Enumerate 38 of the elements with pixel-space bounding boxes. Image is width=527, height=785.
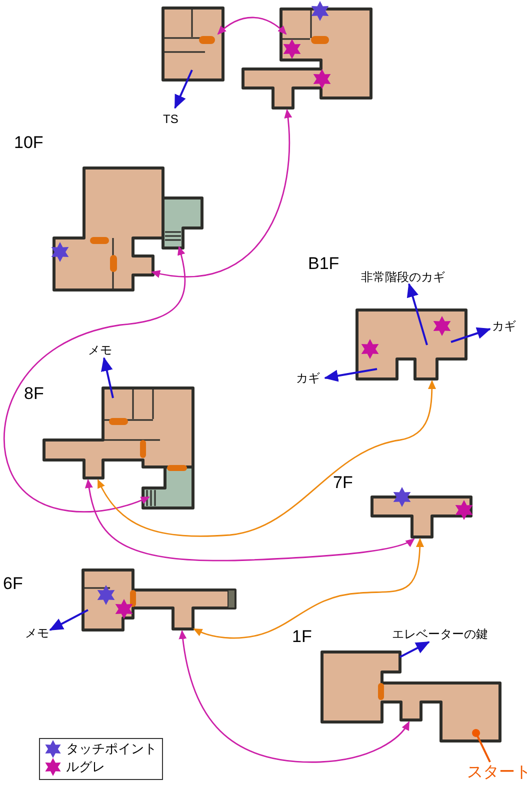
leader-arrow [174, 70, 193, 109]
connector-arrow [85, 479, 415, 562]
floor-label: 6F [3, 574, 23, 593]
leader-arrow [450, 327, 491, 343]
floor-label: B1F [308, 254, 340, 273]
start-label: スタート [467, 764, 527, 782]
floor-map [52, 166, 204, 292]
floor-label: 10F [14, 133, 44, 152]
item-label: エレベーターの鍵 [392, 627, 488, 641]
floor-map [355, 308, 468, 381]
item-label: カギ [296, 371, 320, 385]
floor-label: 1F [292, 627, 312, 646]
floor-label: 8F [24, 384, 44, 403]
leader-arrow [101, 357, 114, 398]
floor-map [241, 7, 373, 110]
floor-map [81, 568, 237, 632]
connector-arrow [97, 380, 436, 537]
item-label: メモ [88, 343, 112, 357]
item-label: メモ [25, 626, 49, 640]
connector-arrow [179, 630, 410, 763]
leader-arrow [406, 283, 428, 346]
leader-arrow [49, 609, 88, 631]
legend-label: タッチポイント [66, 742, 157, 756]
leader-arrow [324, 368, 378, 382]
connector-arrow [4, 246, 186, 512]
floor-map [161, 6, 225, 82]
legend-label: ルグレ [66, 760, 105, 774]
item-label: TS [163, 112, 178, 126]
floor-label: 7F [333, 473, 353, 492]
floor-map [42, 386, 195, 510]
leader-arrow [400, 641, 430, 658]
connector-arrow [217, 16, 287, 35]
floor-map [320, 650, 502, 743]
connector-arrow [151, 109, 292, 278]
connector-arrow [193, 538, 424, 639]
floor-map [370, 495, 473, 539]
item-label: カギ [492, 319, 516, 333]
item-label: 非常階段のカギ [361, 270, 445, 284]
